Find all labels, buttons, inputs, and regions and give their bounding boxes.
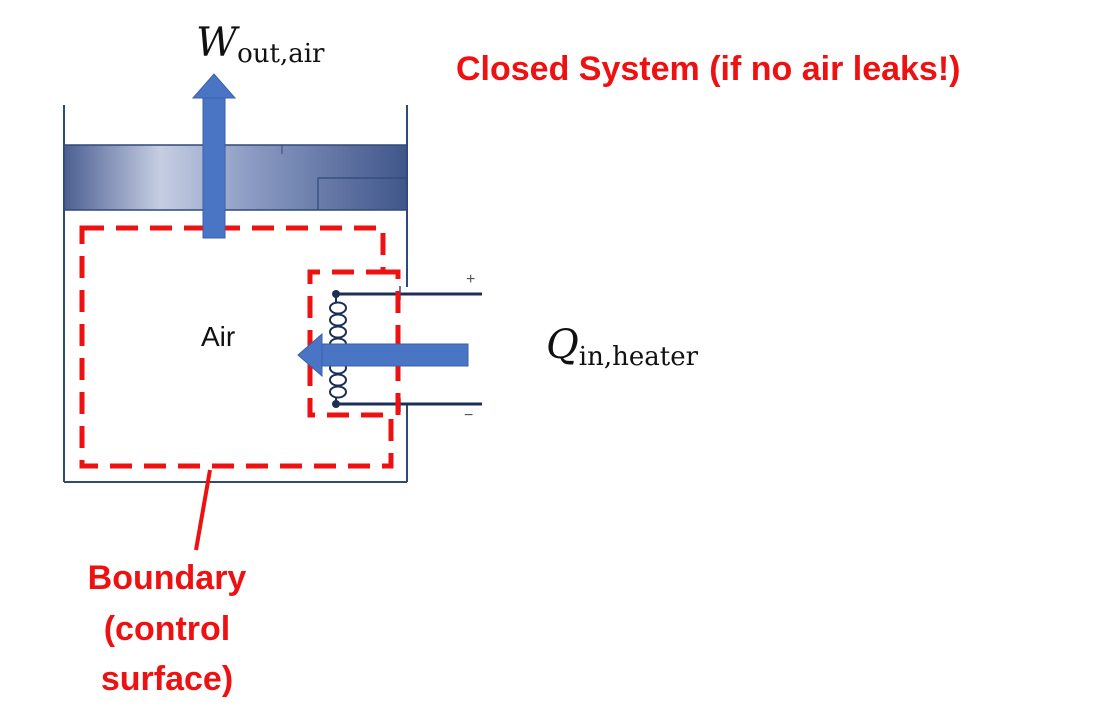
- heat-subscript: in,heater: [579, 342, 699, 372]
- boundary-caption-line3: surface): [101, 660, 233, 698]
- piston-stop: [317, 177, 407, 210]
- work-subscript: out,air: [237, 39, 325, 69]
- coil-loop: [329, 325, 347, 339]
- heat-arrow: [297, 332, 469, 378]
- boundary-caption-line1: Boundary: [88, 559, 247, 597]
- coil-loop: [329, 385, 347, 399]
- work-symbol: W: [196, 20, 240, 66]
- coil-loop: [329, 373, 347, 387]
- coil-loop: [329, 301, 347, 315]
- air-label: Air: [201, 321, 235, 352]
- work-arrow: [191, 73, 237, 239]
- heat-label: Qin,heater: [546, 322, 699, 372]
- control-boundary: [79, 225, 394, 469]
- heat-symbol: Q: [546, 322, 579, 368]
- terminal-positive: +: [466, 271, 475, 288]
- system-title: Closed System (if no air leaks!): [456, 50, 961, 88]
- boundary-caption-line2: (control: [104, 610, 231, 648]
- control-boundary-heater-notch: [383, 269, 401, 415]
- boundary-pointer: [194, 469, 212, 551]
- terminal-negative: −: [464, 407, 473, 424]
- coil-loop: [329, 313, 347, 327]
- work-label: Wout,air: [196, 20, 325, 69]
